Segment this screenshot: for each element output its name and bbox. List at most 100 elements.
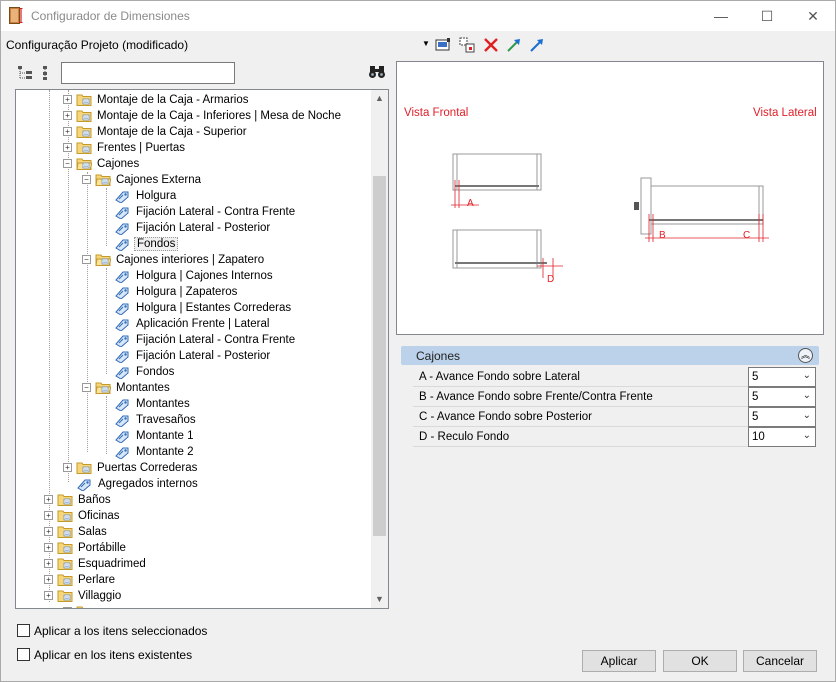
tree-item[interactable]: Aplicación Frente | Lateral [101,316,271,332]
expander-icon[interactable]: + [44,575,53,585]
property-value-select[interactable]: 5⌄ [748,407,816,427]
ok-button[interactable]: OK [663,650,737,672]
tree-item[interactable]: Fijación Lateral - Contra Frente [101,204,297,220]
property-value-select[interactable]: 5⌄ [748,387,816,407]
tree-item-label: Montante 2 [136,446,194,458]
tree-item[interactable]: + Montaje de la Caja - Armarios [63,92,250,108]
expander-icon[interactable]: + [63,95,72,105]
expander-icon[interactable]: + [44,591,53,601]
tree-item[interactable]: +Oficinas [44,508,122,524]
mark-d: D [547,274,554,285]
tree-item[interactable]: −Cajones [63,156,141,172]
apply-button[interactable]: Aplicar [582,650,656,672]
scroll-thumb[interactable] [373,176,386,536]
maximize-button[interactable]: ☐ [760,8,774,24]
tree-item[interactable]: Fondos [101,364,176,380]
expander-icon[interactable]: + [63,143,72,153]
expander-icon[interactable]: + [63,111,72,121]
tree-item-label: Holgura | Estantes Correderas [136,302,292,314]
expander-icon[interactable]: − [82,255,91,265]
property-value-select[interactable]: 10⌄ [748,427,816,447]
tree-item[interactable]: −Cajones Externa [82,172,203,188]
apply-existing-checkbox[interactable] [17,648,30,661]
tree-item[interactable]: Holgura [101,188,178,204]
copy-icon[interactable] [458,36,476,54]
category-tree[interactable]: ▲ ▼ +Montaje de la Caja - Armarios+Monta… [15,89,389,609]
tree-item[interactable]: Montante 2 [101,444,196,460]
export-icon[interactable] [528,36,546,54]
property-value-select[interactable]: 5⌄ [748,367,816,387]
tree-item[interactable]: +Baños [44,492,113,508]
tree-item[interactable]: Fondos [101,236,179,252]
tree-item[interactable]: +Montaje de la Caja - Superior [63,124,249,140]
tree-collapse-icon[interactable] [40,65,54,81]
property-value: 5 [752,391,759,403]
tree-item-label: Montantes [116,382,170,394]
tree-item[interactable]: Fijación Lateral - Posterior [101,220,272,236]
expander-icon[interactable]: + [44,495,53,505]
tree-item[interactable]: +Villaggio [44,588,123,604]
folder-icon [76,606,83,608]
project-config-select[interactable]: Configuração Projeto (modificado) [6,38,189,52]
expander-icon[interactable]: − [82,383,91,393]
expander-icon[interactable]: + [44,527,53,537]
tree-item-label: Montaje de la Caja - Inferiores | Mesa d… [97,110,341,122]
tree-item[interactable]: Montantes [101,396,192,412]
chevron-down-icon[interactable]: ⌄ [802,370,811,381]
tag-icon [115,399,129,411]
window-title: Configurador de Dimensiones [31,9,190,23]
tree-item-label: Montaje de la Caja - Armarios [97,94,249,106]
expander-icon[interactable]: + [44,543,53,553]
tag-icon [115,191,129,203]
expander-icon[interactable]: − [82,175,91,185]
tree-item[interactable]: +Perlare [44,572,117,588]
tree-item[interactable]: Holgura | Cajones Internos [101,268,275,284]
tree-item[interactable]: Holgura | Zapateros [101,284,239,300]
tree-item[interactable]: +Salas [44,524,109,540]
tag-icon [115,335,129,347]
tree-scrollbar[interactable]: ▲ ▼ [371,90,388,608]
chevron-down-icon[interactable]: ⌄ [802,410,811,421]
expander-icon[interactable]: − [63,159,72,169]
chevron-down-icon[interactable]: ⌄ [802,430,811,441]
cancel-button[interactable]: Cancelar [743,650,817,672]
tree-item[interactable]: +Portábille [44,540,128,556]
tree-item[interactable]: − Montantes [82,380,172,396]
close-button[interactable]: ✕ [807,8,819,24]
expander-icon[interactable]: + [44,559,53,569]
scroll-up-icon[interactable]: ▲ [375,93,384,103]
collapse-icon[interactable]: ︽ [798,348,813,363]
tree-item[interactable]: +Puertas Correderas [63,460,199,476]
scroll-down-icon[interactable]: ▼ [375,594,384,604]
apply-existing-label: Aplicar en los itens existentes [34,648,193,662]
binoculars-icon[interactable] [368,65,386,79]
tree-item[interactable]: −Cajones interiores | Zapatero [82,252,266,268]
apply-selected-checkbox[interactable] [17,624,30,637]
save-as-icon[interactable] [434,36,452,54]
section-header[interactable]: Cajones ︽ [401,346,819,365]
tree-item-label: Agregados internos [98,478,198,490]
tree-expand-icon[interactable] [17,65,33,81]
tree-item-label: Holgura | Zapateros [136,286,238,298]
tree-item[interactable]: Montante 1 [101,428,196,444]
import-icon[interactable] [505,36,523,54]
tree-item[interactable]: Fijación Lateral - Posterior [101,348,272,364]
minimize-button[interactable]: — [714,8,728,24]
tree-item[interactable]: Agregados internos [63,476,200,492]
chevron-down-icon[interactable]: ⌄ [802,390,811,401]
tree-item[interactable]: +Esquadrimed [44,556,148,572]
tree-item[interactable]: +Frentes | Puertas [63,140,187,156]
tree-item[interactable]: Holgura | Estantes Correderas [101,300,293,316]
expander-icon[interactable]: + [63,463,72,473]
tree-item[interactable]: + Montaje de la Caja - Inferiores | Mesa … [63,108,343,124]
tag-icon [77,479,91,491]
delete-icon[interactable] [482,36,500,54]
tree-item[interactable]: Fijación Lateral - Contra Frente [101,332,297,348]
tree-item[interactable]: Travesaños [101,412,198,428]
expander-icon[interactable]: + [44,511,53,521]
expander-icon[interactable]: + [63,127,72,137]
tag-icon [115,447,129,459]
dropdown-arrow-icon[interactable]: ▼ [422,39,430,48]
search-input[interactable] [61,62,235,84]
